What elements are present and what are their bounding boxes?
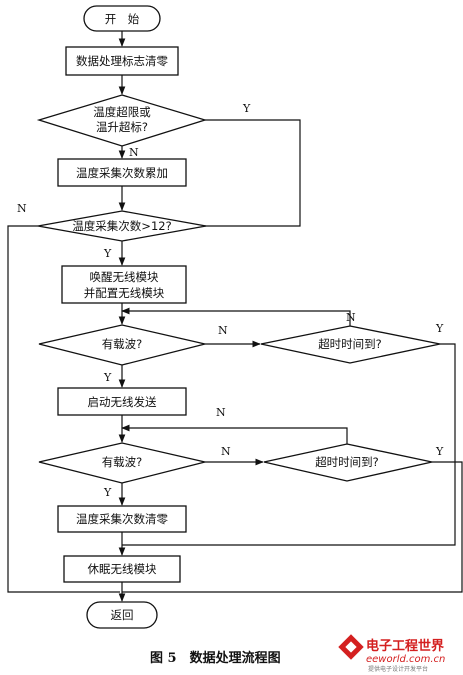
- start-send-label: 启动无线发送: [88, 395, 157, 409]
- count-add-label: 温度采集次数累加: [76, 166, 168, 180]
- temp-check-label-line2: 温升超标?: [96, 120, 148, 134]
- timeout-check-1-label: 超时时间到?: [318, 337, 382, 351]
- wake-module-label-line2: 并配置无线模块: [84, 286, 165, 300]
- carrier-check-2-decision: 有载波?: [38, 442, 206, 484]
- branch-label-count-yes: Y: [103, 247, 112, 260]
- carrier-check-1-decision: 有载波?: [38, 324, 206, 366]
- branch-label-timeout2-no: N: [216, 406, 226, 419]
- start-terminal: [83, 5, 161, 32]
- wake-module-box: [61, 265, 187, 304]
- carrier-check-2-diamond: [38, 442, 206, 484]
- arrow-timeout2-no-loop: [121, 424, 348, 444]
- figure-caption: 图 5 数据处理流程图: [150, 650, 281, 666]
- carrier-check-1-label: 有载波?: [102, 337, 143, 351]
- watermark-logo-inner: [345, 641, 357, 653]
- carrier-check-1-diamond: [38, 324, 206, 366]
- start-label: 开 始: [105, 12, 140, 26]
- return-label: 返回: [111, 608, 134, 622]
- branch-label-carrier1-no: N: [218, 324, 228, 337]
- sleep-module-node: 休眠无线模块: [63, 555, 181, 583]
- count-add-node: 温度采集次数累加: [57, 158, 187, 187]
- branch-labels: Y N N Y N Y N Y N Y N Y: [17, 102, 444, 499]
- arrow-timeout1-no-loop: [121, 307, 351, 326]
- watermark-title: 电子工程世界: [366, 638, 444, 654]
- wake-module-node: 唤醒无线模块 并配置无线模块: [61, 265, 187, 304]
- temp-check-label-line1: 温度超限或: [93, 105, 151, 119]
- sleep-module-box: [63, 555, 181, 583]
- clear-flag-label: 数据处理标志清零: [76, 54, 168, 68]
- branch-label-carrier1-yes: Y: [103, 371, 112, 384]
- connector-countcheck-no: [7, 225, 120, 593]
- timeout-check-2-diamond: [263, 443, 433, 482]
- count-check-diamond: [37, 210, 207, 242]
- timeout-check-2-label: 超时时间到?: [315, 455, 379, 469]
- count-clear-node: 温度采集次数清零: [57, 505, 187, 533]
- timeout-check-1-decision: 超时时间到?: [260, 325, 441, 364]
- branch-label-timeout1-no: N: [346, 311, 356, 324]
- sleep-module-label: 休眠无线模块: [88, 562, 157, 576]
- connector-timeout2-yes: [122, 461, 463, 593]
- start-node: 开 始: [83, 5, 161, 32]
- count-add-box: [57, 158, 187, 187]
- timeout-check-2-decision: 超时时间到?: [263, 443, 433, 482]
- branch-label-count-no: N: [17, 202, 27, 215]
- count-clear-label: 温度采集次数清零: [76, 512, 168, 526]
- watermark-site: eeworld.com.cn: [366, 654, 445, 665]
- branch-label-timeout2-yes: Y: [435, 445, 444, 458]
- connectors: [7, 31, 463, 602]
- connector-tempcheck-yes: [122, 119, 301, 227]
- connector-timeout1-yes: [122, 343, 456, 546]
- carrier-check-2-label: 有载波?: [102, 455, 143, 469]
- branch-label-carrier2-yes: Y: [103, 486, 112, 499]
- clear-flag-box: [65, 46, 179, 76]
- count-clear-box: [57, 505, 187, 533]
- timeout-check-1-diamond: [260, 325, 441, 364]
- return-node: 返回: [86, 601, 158, 629]
- temp-check-diamond: [36, 94, 208, 147]
- wake-module-label-line1: 唤醒无线模块: [90, 270, 159, 284]
- watermark-slogan: 提供电子设计开发平台: [368, 665, 428, 673]
- return-terminal: [86, 601, 158, 629]
- branch-label-timeout1-yes: Y: [435, 322, 444, 335]
- clear-flag-node: 数据处理标志清零: [65, 46, 179, 76]
- start-send-node: 启动无线发送: [57, 387, 187, 416]
- count-check-label: 温度采集次数>12?: [72, 219, 171, 233]
- eeworld-watermark: 电子工程世界 eeworld.com.cn 提供电子设计开发平台: [338, 634, 445, 673]
- branch-label-temp-yes: Y: [242, 102, 251, 115]
- temp-check-decision: 温度超限或 温升超标?: [36, 94, 208, 147]
- branch-label-carrier2-no: N: [221, 445, 231, 458]
- count-check-decision: 温度采集次数>12?: [37, 210, 207, 242]
- branch-label-temp-no: N: [129, 146, 139, 159]
- start-send-box: [57, 387, 187, 416]
